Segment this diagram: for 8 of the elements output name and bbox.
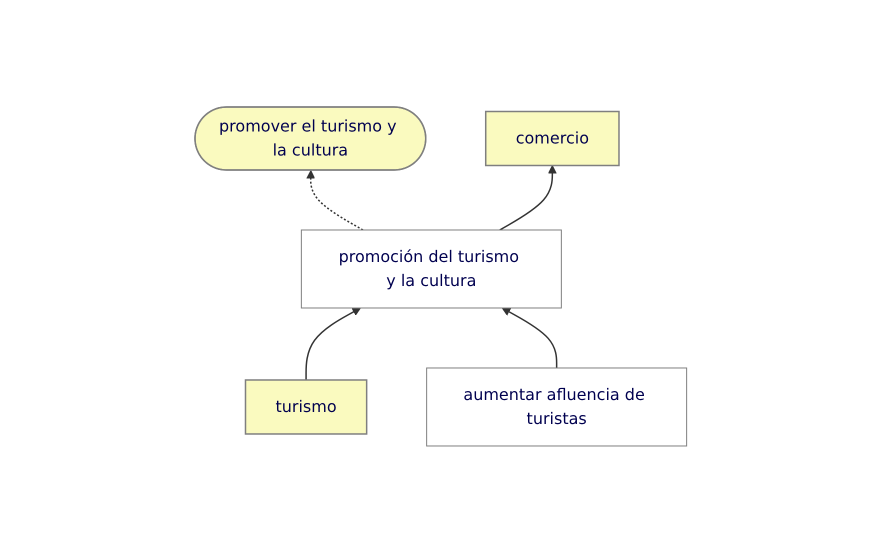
arrow bbox=[306, 170, 364, 230]
arrow bbox=[502, 307, 558, 368]
arrow bbox=[500, 164, 557, 230]
node-box: promoción del turismo y la cultura bbox=[301, 229, 562, 308]
node-box: turismo bbox=[244, 378, 368, 434]
node-box: aumentar afluencia de turistas bbox=[426, 367, 688, 446]
node-box: comercio bbox=[485, 110, 620, 166]
arrow bbox=[306, 307, 362, 380]
